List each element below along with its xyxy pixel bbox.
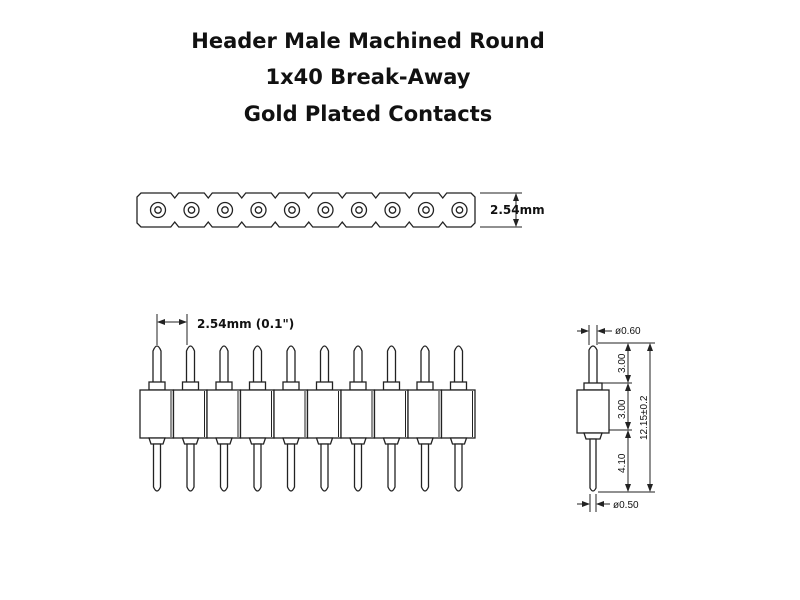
bottom-diameter-label: ø0.50: [613, 500, 639, 511]
body-height-label: 3.00: [617, 399, 628, 419]
detail-pin: [576, 345, 610, 492]
lower-shoulder: [449, 437, 468, 445]
upper-pin: [386, 345, 397, 386]
pin-hole-inner: [321, 206, 330, 214]
upper-pin: [185, 345, 196, 386]
lower-shoulder: [349, 437, 367, 445]
upper-pin: [353, 345, 363, 386]
lower-shoulder: [315, 437, 334, 445]
upper-pin: [420, 345, 430, 386]
detail-dimensions: ø0.60 3.00 3.00 4.10 12.15±0.2 ø0.50: [577, 325, 655, 512]
pin-collar: [282, 381, 300, 391]
lower-pin: [454, 443, 463, 492]
insulator-segment: [139, 389, 175, 439]
insulator-segment: [172, 389, 208, 439]
lower-shoulder: [282, 437, 300, 445]
upper-pin: [152, 345, 162, 386]
lower-shoulder: [215, 437, 233, 445]
lower-pin: [286, 443, 296, 492]
lower-pin: [353, 443, 363, 492]
upper-pin: [219, 345, 229, 386]
pin-hole-inner: [455, 206, 464, 214]
strip-outline: [136, 192, 476, 228]
total-length-label: 12.15±0.2: [639, 395, 650, 440]
insulator-segment: [440, 389, 476, 439]
lower-shoulder: [416, 437, 434, 445]
pitch-label: 2.54mm (0.1"): [197, 317, 294, 331]
top-view-strip: [136, 192, 476, 228]
pin-hole-inner: [187, 206, 196, 214]
pin-hole-inner: [422, 206, 430, 214]
pin-hole-inner: [355, 206, 363, 214]
title-line-2: 1x40 Break-Away: [265, 65, 471, 89]
side-view-header: [139, 345, 476, 492]
upper-pin: [319, 345, 330, 386]
insulator-segment: [273, 389, 309, 439]
top-width-dimension: 2.54mm: [480, 192, 545, 228]
lower-shoulder: [248, 437, 267, 445]
insulator-segment: [206, 389, 242, 439]
width-label: 2.54mm: [490, 203, 545, 217]
title-line-3: Gold Plated Contacts: [243, 102, 493, 126]
lower-shoulder: [148, 437, 166, 445]
pin-hole-inner: [154, 206, 162, 214]
pin-collar: [382, 381, 401, 391]
pin-hole-inner: [288, 206, 296, 214]
pin-collar: [148, 381, 166, 391]
pin-collar: [181, 381, 200, 391]
insulator-segment: [306, 389, 342, 439]
lower-pin: [186, 443, 195, 492]
upper-pin-length-label: 3.00: [617, 353, 628, 373]
lower-pin: [219, 443, 229, 492]
insulator-segment: [373, 389, 409, 439]
upper-pin: [252, 345, 263, 386]
insulator-segment: [407, 389, 443, 439]
lower-shoulder: [181, 437, 200, 445]
pin-hole-inner: [388, 206, 397, 214]
pin-collar: [449, 381, 468, 391]
upper-pin: [286, 345, 296, 386]
lower-pin-length-label: 4.10: [617, 453, 628, 473]
lower-pin: [387, 443, 396, 492]
pin-hole-inner: [254, 206, 263, 214]
lower-pin: [253, 443, 262, 492]
upper-pin: [453, 345, 464, 386]
lower-pin: [320, 443, 329, 492]
lower-pin: [420, 443, 430, 492]
pitch-dimension: 2.54mm (0.1"): [156, 314, 294, 345]
lower-shoulder: [382, 437, 401, 445]
pin-collar: [248, 381, 267, 391]
insulator-segment: [239, 389, 275, 439]
pin-collar: [349, 381, 367, 391]
insulator-segment: [340, 389, 376, 439]
pin-hole-inner: [221, 206, 229, 214]
pin-collar: [215, 381, 233, 391]
lower-pin: [152, 443, 162, 492]
title-line-1: Header Male Machined Round: [191, 29, 545, 53]
pin-collar: [416, 381, 434, 391]
top-diameter-label: ø0.60: [615, 326, 641, 337]
pin-collar: [315, 381, 334, 391]
